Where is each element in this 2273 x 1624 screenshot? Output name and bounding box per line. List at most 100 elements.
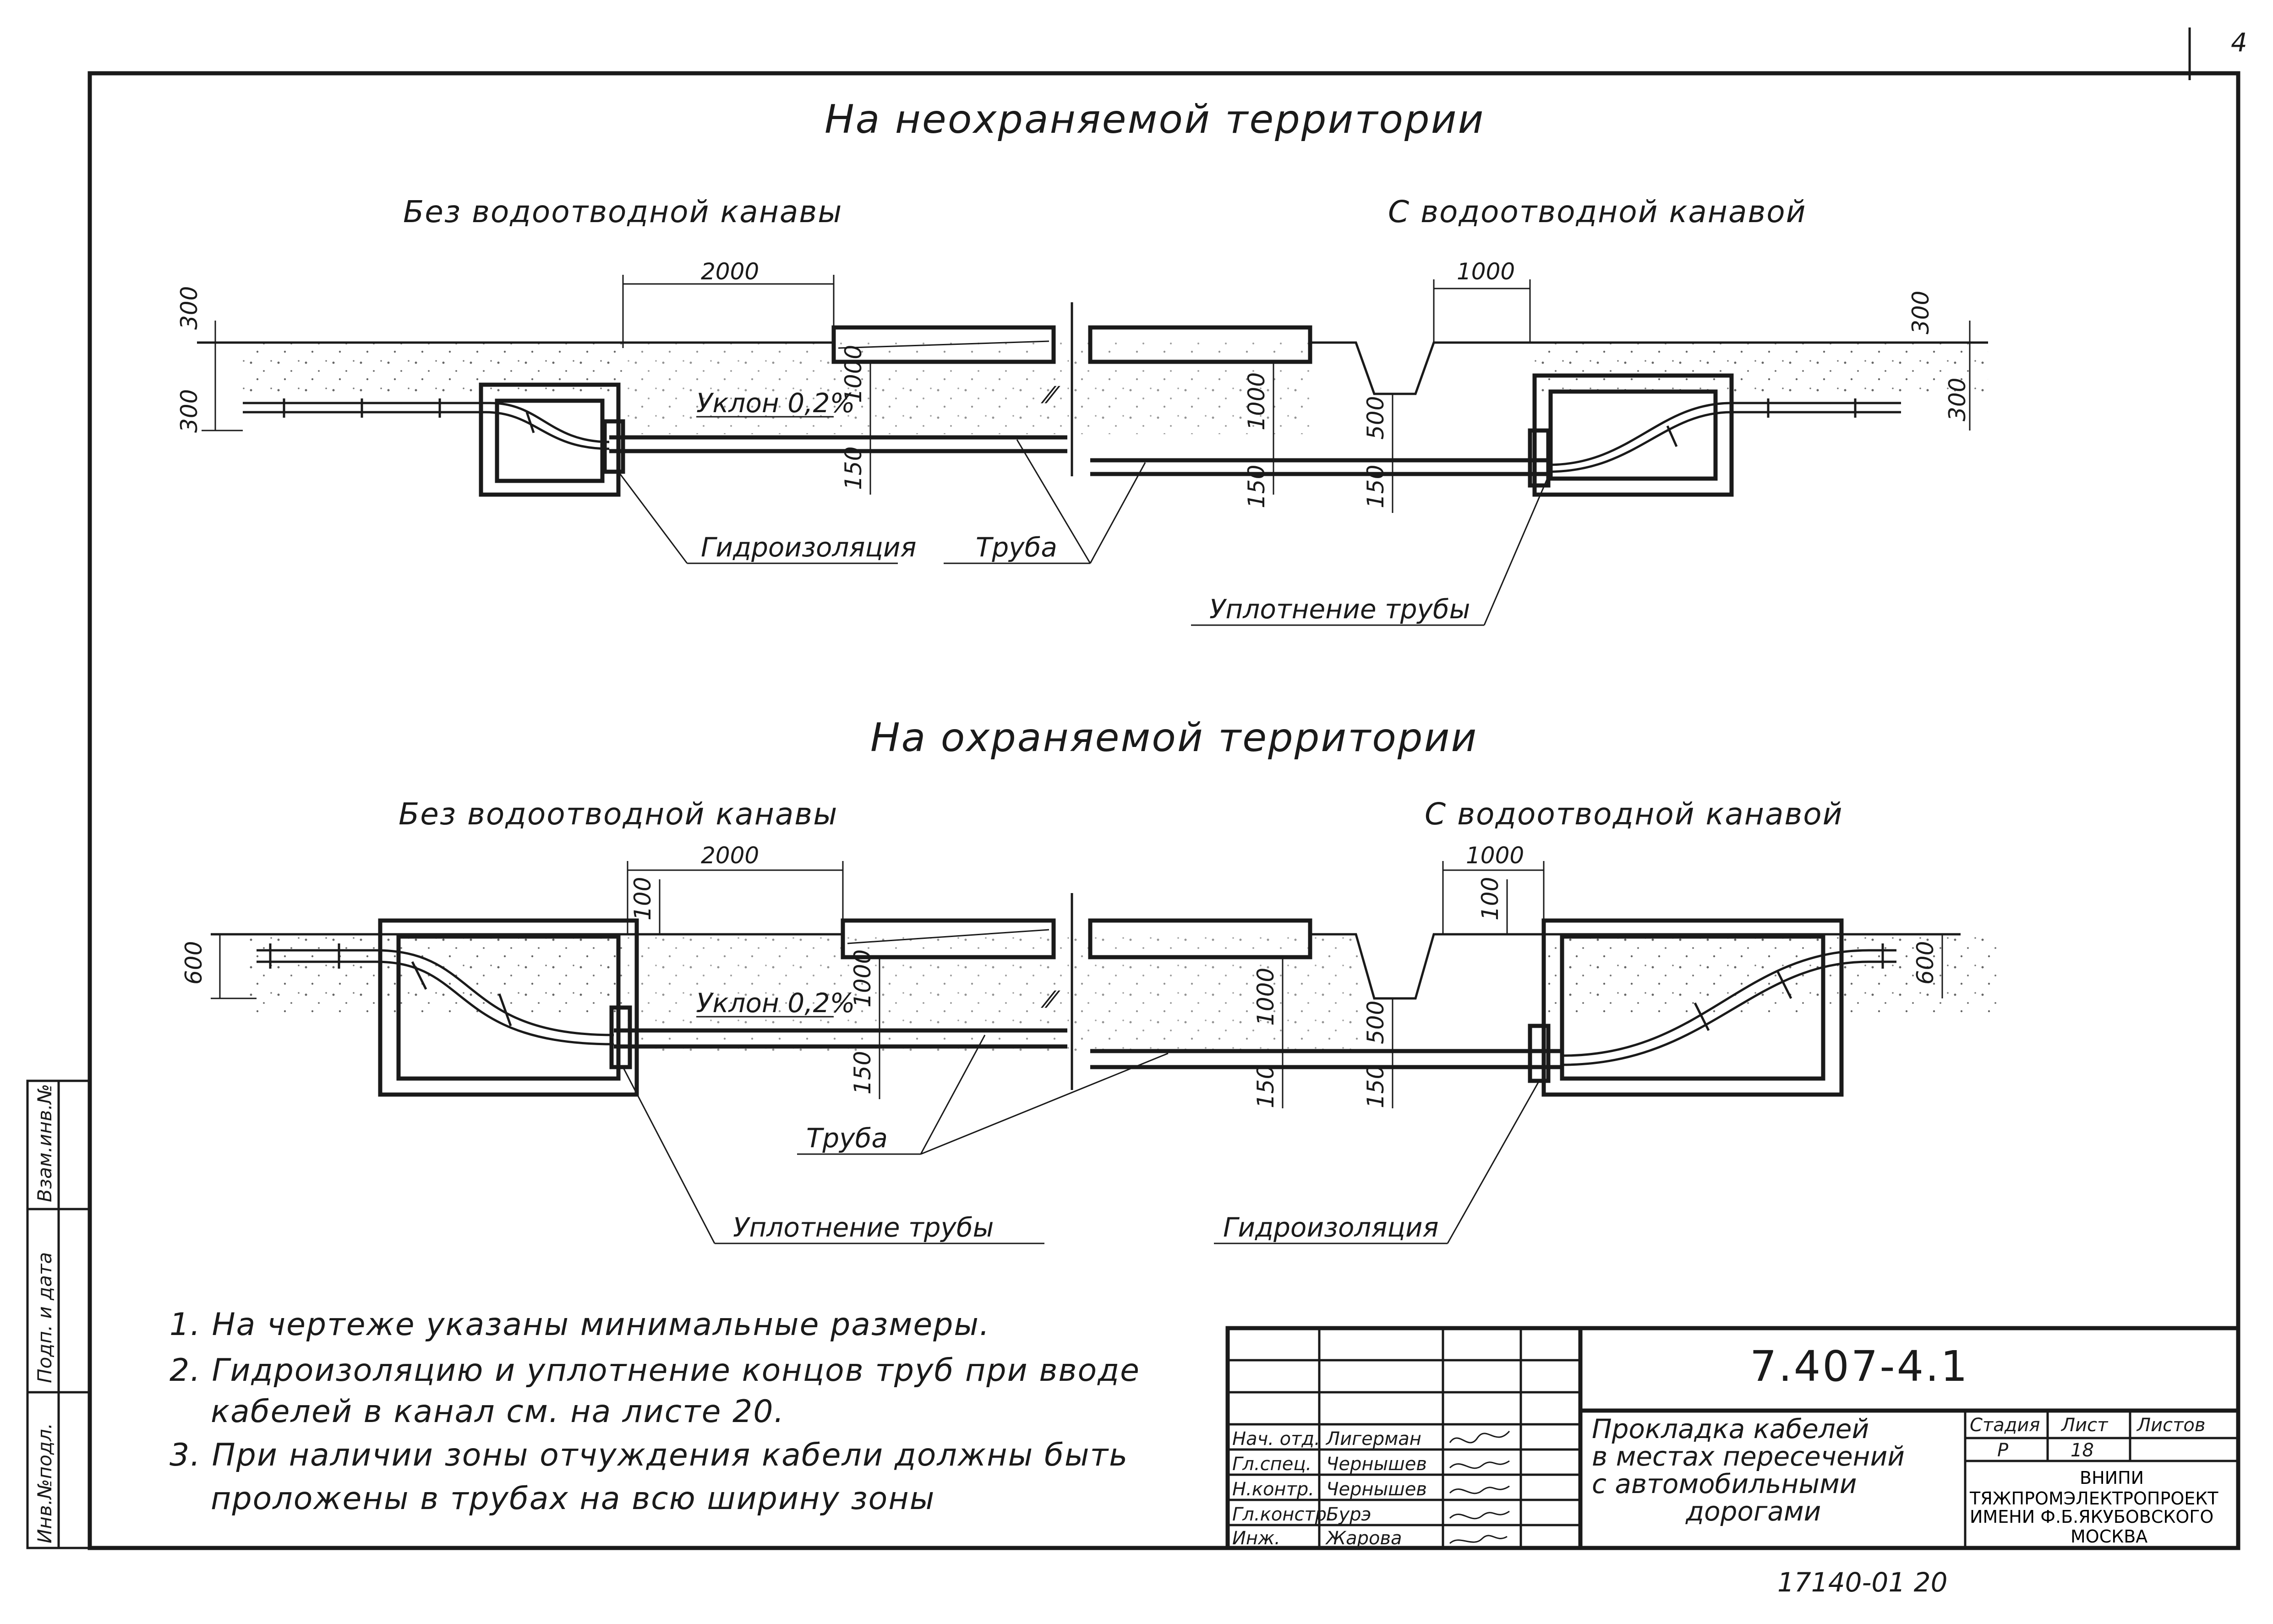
note-line: 3. При наличии зоны отчуждения кабели до…: [169, 1437, 1128, 1473]
dim-text: 600: [180, 941, 207, 985]
dim-text: 2000: [701, 258, 759, 285]
role: Инж.: [1232, 1528, 1280, 1549]
label-pipe-seal: Уплотнение трубы: [733, 1212, 994, 1243]
side-stamp-original-no: Инв.№подл.: [33, 1423, 56, 1543]
leader: [617, 471, 688, 564]
cable-right-1b: [1548, 411, 1901, 473]
label-pipe-seal: Уплотнение трубы: [1209, 594, 1470, 625]
cable-clamp: [411, 961, 427, 990]
cable-right-2: [1562, 949, 1896, 1057]
signature: [1449, 1460, 1510, 1469]
side-stamp-replaced-no: Взам.инв.№: [33, 1084, 56, 1202]
leader: [1089, 462, 1146, 564]
leader: [1016, 439, 1091, 564]
role: Гл.спец.: [1232, 1454, 1311, 1475]
leader: [1483, 476, 1549, 626]
cable-channel-left-2: [378, 918, 639, 1097]
section-unguarded-right-caption: С водоотводной канавой: [1388, 194, 1807, 229]
label-waterproofing: Гидроизоляция: [1223, 1212, 1438, 1243]
sheet-header: Лист: [2060, 1415, 2109, 1436]
role: Н.контр.: [1232, 1479, 1314, 1500]
dim-text: 1000: [840, 345, 867, 403]
dim-text: 1000: [849, 949, 876, 1008]
road-surface-line-2: [847, 929, 1049, 944]
road-slab-right-2: [1088, 918, 1312, 959]
name: Чернышев: [1326, 1479, 1427, 1500]
pipe-seal-right-1: [1528, 428, 1551, 488]
road-surface-line-1: [838, 340, 1049, 349]
dim-text: 1000: [1252, 968, 1279, 1026]
dim-text: 500: [1362, 396, 1389, 440]
page-number: 4: [2231, 28, 2247, 58]
pipe-seal-left-2: [609, 1005, 632, 1069]
title-block: 7.407-4.1 Нач. отд. Гл.спец. Н.контр. Гл…: [1225, 1326, 2240, 1550]
road-slab-left-2: [841, 918, 1056, 959]
name: Чернышев: [1326, 1454, 1427, 1475]
signature: [1449, 1535, 1508, 1544]
dim-text: 150: [1362, 465, 1389, 508]
section-unguarded: На неохраняемой территории Без водоотвод…: [176, 97, 1988, 626]
dim-text: 100: [629, 877, 656, 921]
stage-value: Р: [1997, 1440, 2009, 1461]
name: Бурэ: [1326, 1504, 1371, 1525]
label-pipe: Труба: [976, 532, 1057, 563]
dim-text: 600: [1912, 941, 1939, 985]
leader: [920, 1052, 1169, 1155]
cable-left-1: [243, 402, 610, 443]
road-slab-left-1: [831, 325, 1056, 364]
label-waterproofing: Гидроизоляция: [701, 532, 916, 563]
cable-channel-right-inner-1: [1548, 389, 1718, 481]
leader: [920, 1035, 986, 1155]
dim-text: 1000: [1457, 258, 1515, 285]
note-line: кабелей в канал см. на листе 20.: [211, 1394, 785, 1430]
org-line: ИМЕНИ Ф.Б.ЯКУБОВСКОГО: [1970, 1507, 2213, 1527]
sheet-frame: [87, 71, 2240, 1550]
name: Лигерман: [1325, 1428, 1421, 1450]
dim-text: 300: [176, 389, 202, 433]
cable-channel-right-1: [1532, 373, 1734, 497]
slope-label-1: Уклон 0,2%: [696, 387, 855, 419]
cable-channel-right-inner-2: [1560, 934, 1825, 1081]
drainage-ditch-2: [1310, 933, 1539, 1000]
leader: [622, 1067, 716, 1244]
soil-mid-1: [623, 343, 1310, 434]
cable-clamp: [525, 412, 535, 433]
sheet-value: 18: [2071, 1440, 2094, 1461]
note-line: 2. Гидроизоляцию и уплотнение концов тру…: [169, 1352, 1140, 1389]
dim-text: 300: [176, 286, 202, 330]
soil-right-1: [1530, 343, 1988, 393]
name: Жарова: [1325, 1528, 1402, 1549]
dim-text: 150: [1252, 1065, 1279, 1108]
drawing-title-line: дорогами: [1685, 1496, 1821, 1527]
signature: [1449, 1510, 1510, 1520]
section-guarded: На охраняемой территории Без водоотводно…: [180, 715, 1997, 1244]
sheets-header: Листов: [2136, 1415, 2205, 1436]
soil-mid-2: [628, 934, 1361, 1053]
cable-right-1: [1548, 402, 1901, 466]
doc-code: 7.407-4.1: [1750, 1342, 1969, 1391]
dim-text: 1000: [1243, 372, 1270, 431]
section-guarded-left-caption: Без водоотводной канавы: [399, 796, 838, 832]
side-stamp-signature-date: Подп. и дата: [33, 1252, 56, 1383]
signature: [1449, 1485, 1510, 1494]
drawing-title-line: Прокладка кабелей: [1592, 1413, 1869, 1444]
cable-channel-left-1: [479, 382, 621, 497]
cable-clamp: [498, 993, 512, 1026]
dim-text: 150: [1362, 1065, 1389, 1108]
section-guarded-title: На охраняемой территории: [870, 715, 1478, 761]
cable-clamp: [1694, 1002, 1710, 1031]
cable-right-2b: [1562, 960, 1896, 1066]
slope-label-2: Уклон 0,2%: [696, 987, 855, 1019]
label-pipe: Труба: [806, 1123, 888, 1154]
role: Гл.констр.: [1232, 1504, 1333, 1525]
dim-text: 300: [1907, 291, 1934, 334]
cable-clamp: [1776, 970, 1792, 999]
section-unguarded-left-caption: Без водоотводной канавы: [403, 194, 842, 229]
dim-text: 2000: [701, 842, 759, 869]
cable-channel-right-2: [1541, 918, 1844, 1097]
road-slab-right-1: [1088, 325, 1312, 364]
drawing-title-line: с автомобильными: [1592, 1468, 1857, 1499]
dim-text: 300: [1944, 378, 1971, 421]
note-line: проложены в трубах на всю ширину зоны: [211, 1481, 935, 1517]
note-line: 1. На чертеже указаны минимальные размер…: [169, 1307, 990, 1343]
